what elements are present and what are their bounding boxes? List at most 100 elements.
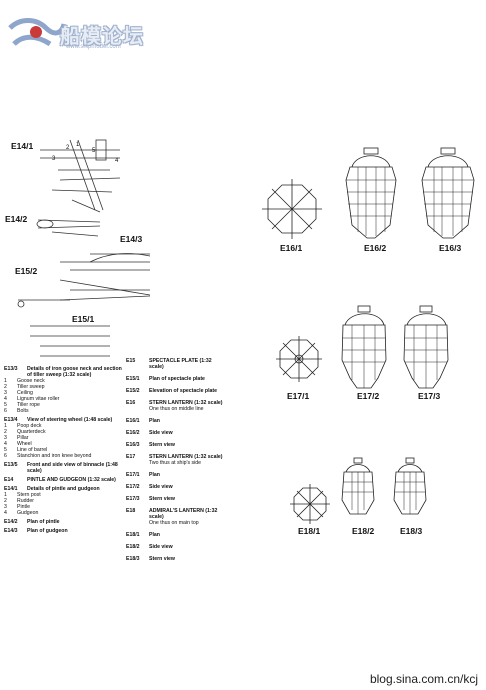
legend-code: E15/2 (126, 388, 140, 394)
watermark: blog.sina.com.cn/kcj (369, 672, 478, 686)
legend-entry-head: E15/1 Plan of spectacle plate (126, 376, 226, 382)
legend-code: E14/1 (4, 486, 18, 492)
callout-2: 2 (66, 145, 70, 151)
logo-text: 船模论坛 (60, 26, 144, 48)
legend-title: Side view (149, 430, 173, 436)
legend-code: E13/5 (4, 462, 18, 468)
legend-entry: E14/2 Plan of pintle (4, 519, 122, 525)
forum-logo: 船模论坛 www.shipmodel.com (6, 14, 156, 52)
legend-title: Plan (149, 532, 160, 538)
legend-note: Two thus at ship's side (149, 460, 202, 466)
legend-code: E14/2 (4, 519, 18, 525)
legend-code: E14/3 (4, 528, 18, 534)
fig-label-e17-3: E17/3 (418, 391, 441, 401)
legend-title: SPECTACLE PLATE (1:32 scale) (149, 358, 212, 370)
fig-label-e16-3: E16/3 (439, 243, 462, 253)
legend-item-number: 5 (4, 447, 7, 453)
legend-title: Plan (149, 472, 160, 478)
legend-entry-head: E17 STERN LANTERN (1:32 scale) (126, 454, 226, 460)
legend-title: Details of pintle and gudgeon (27, 486, 100, 492)
e16-2-lantern-body (345, 166, 397, 239)
legend-entry-head: E18/2 Side view (126, 544, 226, 550)
legend-title: Side view (149, 484, 173, 490)
logo-emblem (8, 18, 67, 47)
legend-entry-head: E13/3 Details of iron goose neck and sect… (4, 366, 122, 378)
legend-entry: E18/2 Side view (126, 544, 226, 550)
fig-label-e17-1: E17/1 (287, 391, 310, 401)
legend-code: E15/1 (126, 376, 140, 382)
legend-item-number: 1 (4, 423, 7, 429)
legend-item: 6 Bolts (4, 408, 122, 414)
legend-entry-head: E13/5 Front and side view of binnacle (1:… (4, 462, 122, 474)
legend-code: E18/2 (126, 544, 140, 550)
callout-1: 1 (76, 142, 80, 148)
legend-code: E17 (126, 454, 136, 460)
legend-item-number: 6 (4, 408, 7, 414)
fig-label-e16-2: E16/2 (364, 243, 387, 253)
legend-code: E17/1 (126, 472, 140, 478)
fig-label-e17-2: E17/2 (357, 391, 380, 401)
legend-title: Details of iron goose neck and section o… (27, 366, 122, 378)
legend-item-number: 3 (4, 504, 7, 510)
legend-entry-head: E14/1 Details of pintle and gudgeon (4, 486, 122, 492)
legend-title: ADMIRAL'S LANTERN (1:32 scale) (149, 508, 218, 520)
legend-code: E18/1 (126, 532, 140, 538)
legend-code: E13/3 (4, 366, 18, 372)
callout-3: 3 (52, 156, 56, 162)
fig-label-e18-1: E18/1 (298, 526, 321, 536)
legend-title: Stern view (149, 442, 175, 448)
legend-left: E13/3 Details of iron goose neck and sect… (4, 366, 122, 537)
legend-code: E18/3 (126, 556, 140, 562)
legend-title: Side view (149, 544, 173, 550)
legend-entry: E15/1 Plan of spectacle plate (126, 376, 226, 382)
legend-item-number: 2 (4, 384, 7, 390)
legend-item-number: 2 (4, 498, 7, 504)
legend-code: E16 (126, 400, 136, 406)
legend-title: Plan of spectacle plate (149, 376, 205, 382)
legend-item-text: Stern post (17, 492, 41, 498)
legend-entry: E17/1 Plan (126, 472, 226, 478)
legend-note: One thus on middle line (149, 406, 204, 412)
legend-code: E13/4 (4, 417, 18, 423)
fig-label-e14-1: E14/1 (11, 141, 34, 151)
logo-subtext: www.shipmodel.com (66, 44, 121, 50)
legend-item-number: 4 (4, 441, 7, 447)
legend-item-text: Wheel (17, 441, 32, 447)
legend-code: E16/3 (126, 442, 140, 448)
legend-item-number: 3 (4, 390, 7, 396)
legend-item-text: Stanchion and iron knee beyond (17, 453, 92, 459)
legend-title: STERN LANTERN (1:32 scale) (149, 454, 223, 460)
fig-label-e15-2: E15/2 (15, 266, 38, 276)
legend-title: PINTLE AND GUDGEON (1:32 scale) (27, 477, 116, 483)
legend-item-text: Bolts (17, 408, 29, 414)
legend-title: Front and side view of binnacle (1:48 sc… (27, 462, 118, 474)
legend-title: Plan of pintle (27, 519, 60, 525)
legend-entry: E16/3 Stern view (126, 442, 226, 448)
fig-label-e14-2: E14/2 (5, 214, 28, 224)
legend-item-text: Pillar (17, 435, 29, 441)
fig-label-e15-1: E15/1 (72, 314, 95, 324)
legend-item-number: 6 (4, 453, 7, 459)
